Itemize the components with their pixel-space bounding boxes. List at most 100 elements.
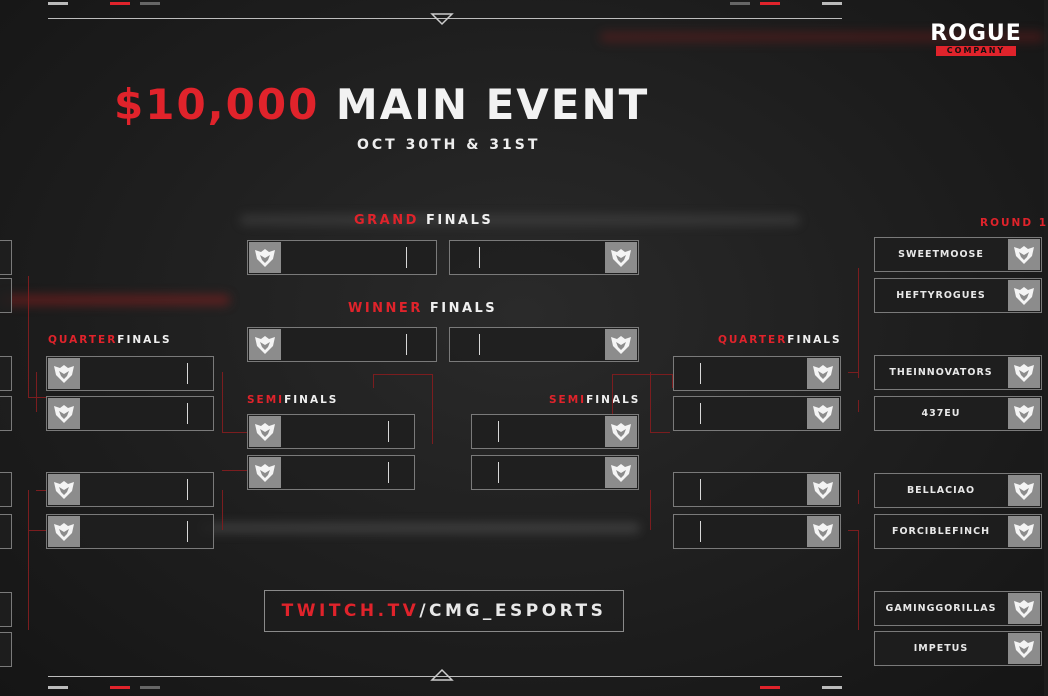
bracket-connector (222, 432, 247, 433)
quarter-finals-left-header: QUARTERFINALS (48, 334, 172, 346)
light-streak (200, 523, 640, 533)
slot-divider (700, 521, 701, 542)
bracket-connector (650, 490, 651, 530)
bracket-connector (222, 372, 223, 432)
team-shield-icon (1008, 633, 1040, 664)
empty-team-slot[interactable] (46, 396, 214, 431)
team-name: FORCIBLEFINCH (891, 526, 991, 537)
empty-team-slot[interactable] (0, 396, 12, 431)
team-shield-icon (807, 358, 839, 389)
frame-tick (140, 686, 160, 689)
team-shield-icon (1008, 516, 1040, 547)
slot-divider (388, 421, 389, 442)
empty-team-slot[interactable] (46, 514, 214, 549)
empty-team-slot[interactable] (0, 356, 12, 391)
empty-team-slot[interactable] (673, 472, 841, 507)
empty-team-slot[interactable] (247, 414, 415, 449)
empty-team-slot[interactable] (0, 514, 12, 549)
team-slot[interactable]: 437EU (874, 396, 1042, 431)
twitch-link[interactable]: TWITCH.TV/CMG_ESPORTS (264, 590, 624, 632)
frame-notch-icon (430, 668, 454, 681)
team-shield-icon (807, 398, 839, 429)
frame-notch-icon (430, 13, 454, 26)
team-shield-icon (605, 242, 637, 273)
team-shield-icon (249, 242, 281, 273)
team-slot[interactable]: THEINNOVATORS (874, 355, 1042, 390)
bracket-connector (858, 490, 859, 504)
logo-line1: ROGUE (930, 21, 1022, 46)
bracket-connector (28, 490, 29, 630)
winner-finals-header: WINNER FINALS (348, 301, 498, 316)
team-name: THEINNOVATORS (889, 367, 993, 378)
empty-team-slot[interactable] (0, 632, 12, 667)
team-shield-icon (48, 358, 80, 389)
team-name: SWEETMOOSE (898, 249, 984, 260)
slot-divider (498, 462, 499, 483)
bracket-connector (36, 372, 37, 412)
frame-tick (760, 686, 780, 689)
empty-team-slot[interactable] (46, 356, 214, 391)
frame-tick (110, 686, 130, 689)
bracket-connector (612, 374, 613, 444)
empty-team-slot[interactable] (449, 240, 639, 275)
empty-team-slot[interactable] (673, 514, 841, 549)
empty-team-slot[interactable] (0, 278, 12, 313)
bracket-connector (672, 374, 673, 388)
team-slot[interactable]: FORCIBLEFINCH (874, 514, 1042, 549)
bracket-connector (432, 374, 433, 444)
grand-finals-header: GRAND FINALS (354, 213, 494, 228)
team-shield-icon (605, 329, 637, 360)
bracket-connector (28, 397, 46, 398)
team-slot[interactable]: HEFTYROGUES (874, 278, 1042, 313)
empty-team-slot[interactable] (0, 472, 12, 507)
team-name: HEFTYROGUES (896, 290, 986, 301)
team-name: IMPETUS (913, 643, 969, 654)
slot-divider (479, 247, 480, 268)
slot-divider (406, 334, 407, 355)
frame-tick (48, 2, 68, 5)
team-slot[interactable]: SWEETMOOSE (874, 237, 1042, 272)
bracket-connector (222, 470, 247, 471)
event-name: MAIN EVENT (335, 80, 650, 129)
slot-divider (700, 403, 701, 424)
team-shield-icon (605, 416, 637, 447)
slot-divider (406, 247, 407, 268)
slot-divider (498, 421, 499, 442)
empty-team-slot[interactable] (247, 327, 437, 362)
team-slot[interactable]: GAMINGGORILLAS (874, 591, 1042, 626)
bracket-connector (28, 276, 29, 398)
bracket-connector (373, 374, 433, 375)
empty-team-slot[interactable] (471, 455, 639, 490)
slot-divider (700, 479, 701, 500)
team-shield-icon (249, 457, 281, 488)
empty-team-slot[interactable] (673, 356, 841, 391)
empty-team-slot[interactable] (673, 396, 841, 431)
team-slot[interactable]: BELLACIAO (874, 473, 1042, 508)
empty-team-slot[interactable] (247, 240, 437, 275)
top-frame-line (48, 18, 842, 19)
light-streak (240, 215, 800, 225)
slot-divider (187, 521, 188, 542)
empty-team-slot[interactable] (0, 240, 12, 275)
team-shield-icon (807, 474, 839, 505)
slot-divider (479, 334, 480, 355)
frame-tick (822, 2, 842, 5)
empty-team-slot[interactable] (449, 327, 639, 362)
semi-finals-right-header: SEMIFINALS (549, 394, 641, 406)
empty-team-slot[interactable] (247, 455, 415, 490)
bracket-connector (650, 432, 670, 433)
team-shield-icon (1008, 280, 1040, 311)
bracket-connector (650, 372, 651, 432)
team-name: GAMINGGORILLAS (885, 603, 997, 614)
frame-tick (140, 2, 160, 5)
empty-team-slot[interactable] (0, 592, 12, 627)
team-shield-icon (807, 516, 839, 547)
bracket-connector (36, 490, 46, 491)
light-streak (0, 295, 230, 305)
empty-team-slot[interactable] (471, 414, 639, 449)
event-title: $10,000 MAIN EVENT (114, 80, 649, 129)
bracket-connector (858, 268, 859, 378)
team-slot[interactable]: IMPETUS (874, 631, 1042, 666)
empty-team-slot[interactable] (46, 472, 214, 507)
bracket-connector (373, 374, 374, 388)
